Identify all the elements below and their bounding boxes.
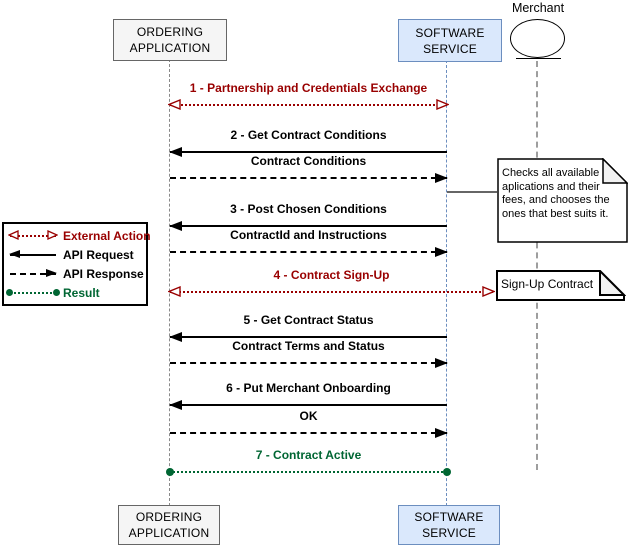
ordering-application-box-top: ORDERING APPLICATION [113, 19, 227, 61]
legend-label: API Request [63, 247, 134, 262]
legend-item-api-request: API Request [9, 245, 146, 264]
merchant-actor-label: Merchant [511, 1, 565, 15]
external-action-symbol-icon [8, 229, 58, 242]
ordering-application-box-bottom: ORDERING APPLICATION [118, 505, 220, 545]
api-request-arrow [169, 220, 447, 232]
lifeline-software-service [446, 60, 447, 506]
api-response-arrow [170, 357, 448, 369]
solid-arrowhead-right-icon [435, 173, 448, 183]
note-connector-line [447, 191, 497, 193]
legend-item-api-response: API Response [10, 264, 146, 283]
api-response-symbol-icon [10, 268, 57, 280]
message-6-put-merchant-onboarding: 6 - Put Merchant Onboarding [169, 381, 447, 411]
api-response-arrow [170, 246, 448, 258]
solid-arrowhead-left-icon [169, 332, 182, 342]
message-label: 5 - Get Contract Status [243, 313, 374, 327]
note-text: Checks all available aplications and the… [502, 167, 610, 220]
message-5-get-contract-status: 5 - Get Contract Status [169, 313, 447, 343]
legend-item-external-action: External Action [8, 226, 151, 245]
open-arrowhead-right-icon [482, 286, 495, 297]
message-label: Contract Terms and Status [232, 339, 385, 353]
software-service-label: SOFTWARE SERVICE [415, 25, 485, 56]
message-label: 1 - Partnership and Credentials Exchange [189, 81, 428, 95]
solid-arrowhead-right-icon [435, 428, 448, 438]
response-ok: OK [170, 409, 448, 439]
legend: External Action API Request API Response… [2, 222, 151, 306]
api-response-arrow [170, 427, 448, 439]
lifeline-ordering-application [169, 59, 170, 506]
lifeline-merchant [536, 61, 538, 470]
message-label: ContractId and Instructions [230, 228, 387, 242]
solid-arrowhead-right-icon [435, 358, 448, 368]
message-7-contract-active: 7 - Contract Active [166, 448, 451, 478]
solid-arrowhead-left-icon [9, 249, 20, 258]
note-signup-contract: Sign-Up Contract [496, 270, 626, 301]
result-dot-left-icon [6, 289, 13, 296]
open-arrowhead-left-icon [168, 286, 181, 297]
legend-item-result: Result [6, 283, 146, 302]
message-label: 7 - Contract Active [255, 448, 362, 462]
external-action-arrow [168, 99, 449, 111]
solid-arrowhead-right-icon [435, 247, 448, 257]
result-line [166, 466, 451, 478]
ordering-application-label: ORDERING APPLICATION [128, 510, 210, 540]
message-4-contract-signup: 4 - Contract Sign-Up [168, 268, 495, 298]
api-request-arrow [169, 399, 447, 411]
legend-label: Result [63, 285, 100, 300]
api-request-symbol-icon [9, 249, 56, 261]
response-contract-conditions: Contract Conditions [170, 154, 448, 184]
software-service-box-top: SOFTWARE SERVICE [398, 19, 502, 62]
software-service-label: SOFTWARE SERVICE [414, 510, 484, 540]
message-label: Contract Conditions [250, 154, 367, 168]
merchant-actor-base [516, 58, 561, 59]
response-contract-terms-status: Contract Terms and Status [170, 339, 448, 369]
api-response-arrow [170, 172, 448, 184]
message-1-partnership: 1 - Partnership and Credentials Exchange [168, 81, 449, 111]
response-contractid-instructions: ContractId and Instructions [170, 228, 448, 258]
note-shape-icon [497, 158, 628, 243]
message-label: OK [299, 409, 318, 423]
message-label: 2 - Get Contract Conditions [230, 128, 387, 142]
note-text: Sign-Up Contract [501, 277, 594, 291]
solid-arrowhead-right-icon [46, 268, 57, 277]
software-service-box-bottom: SOFTWARE SERVICE [398, 505, 500, 545]
solid-arrowhead-left-icon [169, 147, 182, 157]
open-arrowhead-left-icon [168, 99, 181, 110]
message-label: 6 - Put Merchant Onboarding [226, 381, 391, 395]
ordering-application-label: ORDERING APPLICATION [129, 25, 211, 55]
solid-arrowhead-left-icon [169, 221, 182, 231]
result-dot-left-icon [166, 468, 174, 476]
legend-label: External Action [63, 228, 151, 243]
message-3-post-chosen-conditions: 3 - Post Chosen Conditions [169, 202, 447, 232]
legend-label: API Response [63, 266, 144, 281]
api-request-arrow [169, 331, 447, 343]
open-arrowhead-right-icon [436, 99, 449, 110]
message-label: 3 - Post Chosen Conditions [230, 202, 387, 216]
open-arrowhead-right-icon [47, 229, 58, 240]
external-action-arrow [168, 286, 495, 298]
result-dot-right-icon [443, 468, 451, 476]
merchant-actor-icon [510, 19, 565, 58]
message-label: 4 - Contract Sign-Up [273, 268, 390, 282]
message-2-get-contract-conditions: 2 - Get Contract Conditions [169, 128, 447, 158]
solid-arrowhead-left-icon [169, 400, 182, 410]
api-request-arrow [169, 146, 447, 158]
open-arrowhead-left-icon [8, 229, 19, 240]
result-symbol-icon [6, 287, 60, 299]
note-shape-icon [496, 270, 626, 301]
note-check-applications: Checks all available aplications and the… [497, 158, 628, 243]
result-dot-right-icon [53, 289, 60, 296]
